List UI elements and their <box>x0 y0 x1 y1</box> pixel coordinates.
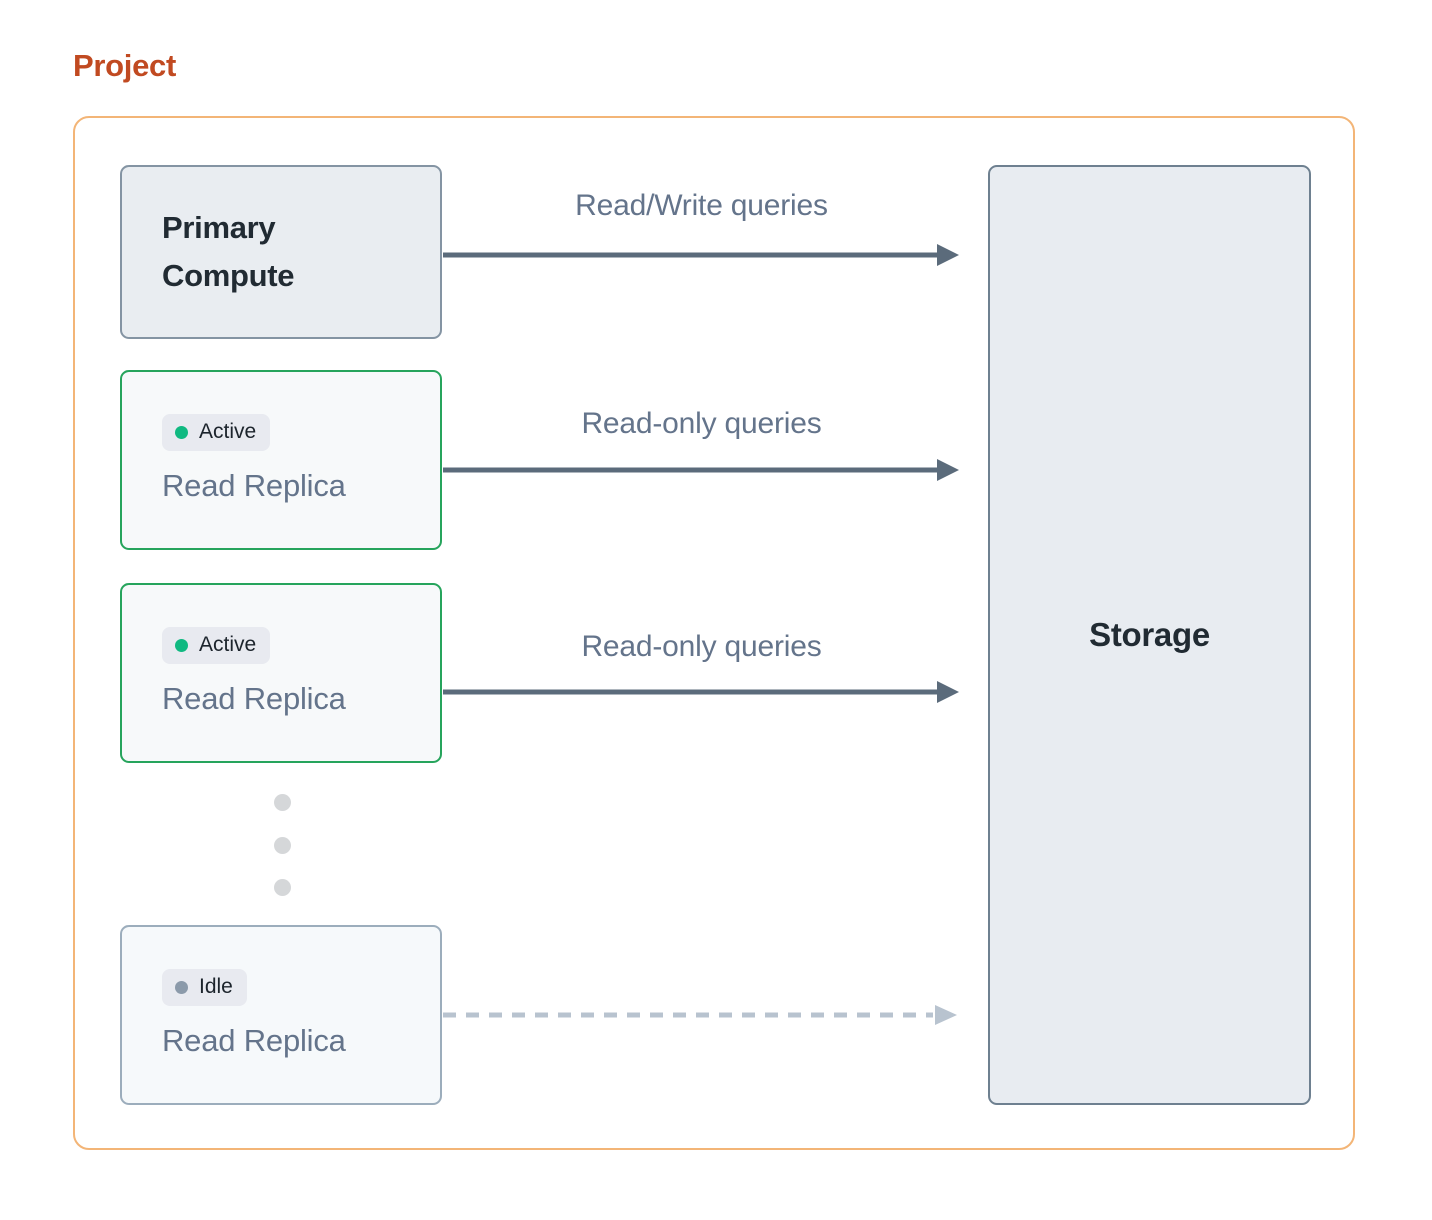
ellipsis-dot <box>274 879 291 896</box>
status-badge: Active <box>162 627 271 664</box>
replica-label: Read Replica <box>162 1023 346 1058</box>
storage-label: Storage <box>1089 616 1210 653</box>
active-dot-icon <box>175 638 188 652</box>
arrow-idle-dashed <box>443 1005 957 1025</box>
arrow-read-only-queries-2 <box>443 681 959 703</box>
arrow-label-read-write: Read/Write queries <box>575 189 828 222</box>
arrow-read-write-queries <box>443 244 959 266</box>
replica-label: Read Replica <box>162 468 346 503</box>
primary-compute-label: Primary Compute <box>162 210 295 293</box>
idle-dot-icon <box>175 980 188 994</box>
node-primary-compute: Primary Compute <box>120 165 442 339</box>
status-badge-label: Active <box>199 420 257 443</box>
ellipsis-dot <box>274 794 291 811</box>
ellipsis-dot <box>274 837 291 854</box>
page-title: Project <box>73 48 176 83</box>
node-read-replica-idle: Idle Read Replica <box>120 925 442 1105</box>
status-badge-label: Active <box>199 633 257 656</box>
active-dot-icon <box>175 425 188 439</box>
status-badge: Active <box>162 414 271 451</box>
arrow-label-read-only-2: Read-only queries <box>581 630 822 663</box>
arrow-label-read-only-1: Read-only queries <box>581 407 822 440</box>
status-badge-label: Idle <box>199 975 233 998</box>
node-storage: Storage <box>988 165 1311 1105</box>
replica-label: Read Replica <box>162 681 346 716</box>
node-read-replica-2: Active Read Replica <box>120 583 442 763</box>
node-read-replica-1: Active Read Replica <box>120 370 442 550</box>
status-badge: Idle <box>162 969 247 1006</box>
arrow-read-only-queries-1 <box>443 459 959 481</box>
